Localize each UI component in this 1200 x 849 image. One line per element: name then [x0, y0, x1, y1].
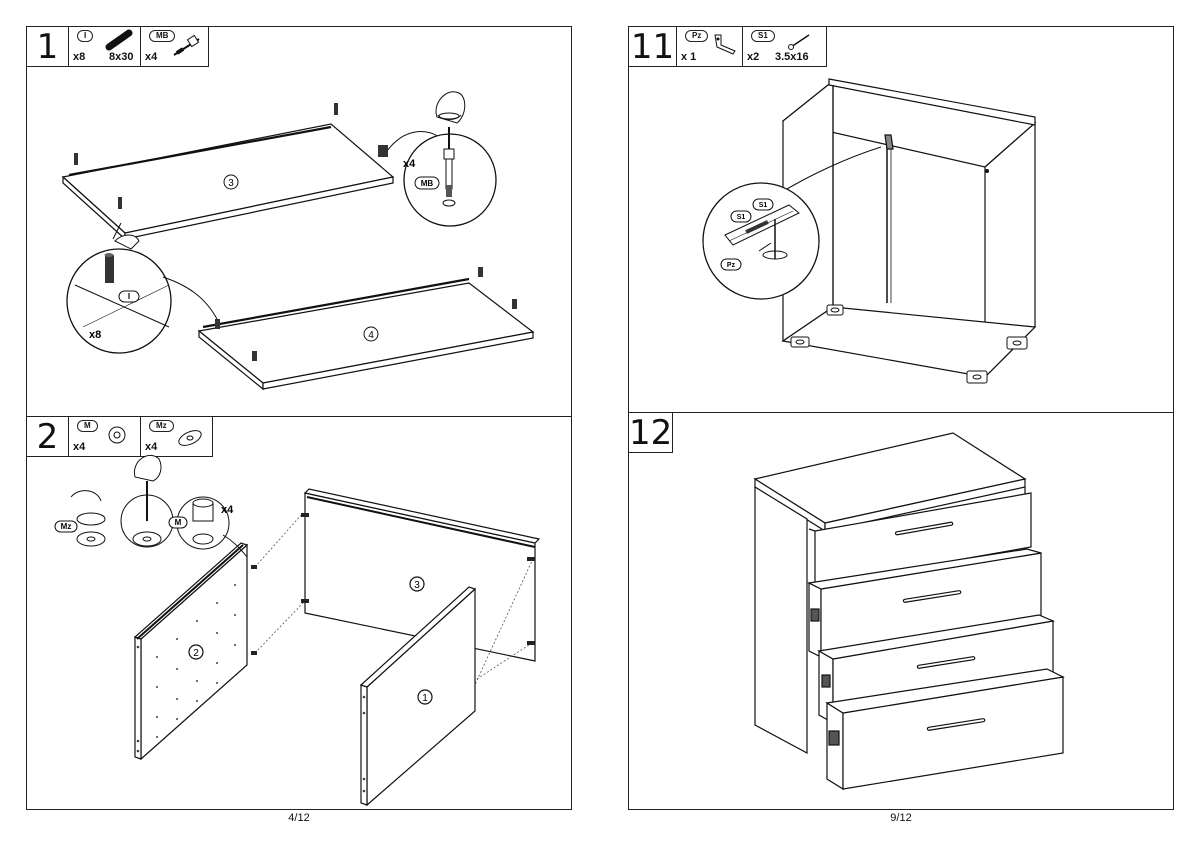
hand-icon — [435, 91, 466, 124]
step-number: 12 — [629, 413, 673, 453]
page-number: 9/12 — [890, 812, 912, 824]
step-11-panel: 11 Pz x 1 S1 x2 3.5x16 — [628, 26, 1174, 414]
step-12-illustration — [753, 432, 1065, 791]
part-qty: x8 — [73, 51, 86, 63]
part-qty: x4 — [145, 441, 158, 453]
alignment-guides — [254, 512, 533, 692]
part-cam-bolt: MB x4 — [141, 27, 209, 67]
drawer-handle — [926, 718, 986, 731]
left-page: 1 I x8 8x30 MB x4 — [26, 26, 572, 824]
step-number: 1 — [27, 27, 69, 67]
part-qty: x4 — [73, 441, 86, 453]
part-qty: x 1 — [681, 51, 697, 63]
drawer-handle — [902, 590, 962, 603]
part-size: 3.5x16 — [775, 51, 809, 63]
part-cam-cap: Mz x4 — [141, 417, 213, 457]
chest-of-drawers — [753, 432, 1027, 755]
panel-2 — [133, 542, 249, 761]
step-2-illustration: 3 — [54, 454, 541, 807]
part-tag: M — [77, 420, 98, 432]
cabinet-carcass — [781, 78, 1037, 379]
step-12-panel: 12 — [628, 412, 1174, 810]
parts-list: Pz x 1 S1 x2 3.5x16 — [677, 27, 827, 67]
tag-s1-b: S1 — [737, 214, 746, 221]
parts-list: I x8 8x30 MB x4 — [69, 27, 209, 67]
part-qty: x2 — [747, 51, 760, 63]
hand-icon — [114, 234, 140, 250]
step-11-illustration: S1 S1 Pz — [702, 78, 1037, 384]
tag-pz: Pz — [727, 262, 736, 269]
board-4-label: 4 — [368, 330, 374, 341]
step-number: 11 — [629, 27, 677, 67]
dowel-detail-callout: I x8 — [66, 222, 218, 354]
tag-m: M — [175, 518, 182, 527]
cam-lock-callout: M x4 — [168, 496, 248, 558]
drawer-4 — [825, 668, 1065, 791]
detail-qty: x8 — [89, 329, 101, 341]
part-tag: I — [77, 30, 94, 42]
screw-icon — [788, 34, 810, 50]
part-screw: S1 x2 3.5x16 — [743, 27, 827, 67]
panel-3-label: 3 — [414, 580, 420, 591]
part-tag: S1 — [751, 30, 775, 42]
part-bracket: Pz x 1 — [677, 27, 743, 67]
cam-cover-cap-icon — [178, 430, 202, 446]
cam-cap-callout: Mz — [54, 490, 117, 547]
part-dowel: I x8 8x30 — [69, 27, 141, 67]
part-size: 8x30 — [109, 51, 134, 63]
step-1-illustration: 3 4 MB x4 — [61, 91, 535, 391]
cam-lock-icon — [108, 426, 126, 444]
panel-2-label: 2 — [193, 648, 199, 659]
drawer-handle — [894, 521, 954, 536]
panel-1-label: 1 — [422, 693, 428, 704]
step-1-panel: 1 I x8 8x30 MB x4 — [26, 26, 572, 418]
step-2-panel: 2 M x4 Mz x4 — [26, 416, 572, 810]
part-tag: MB — [149, 30, 176, 42]
panel-1-holes — [362, 695, 366, 793]
drawer-handle — [916, 656, 976, 669]
wooden-dowel-icon — [105, 29, 133, 51]
cam-bolt-icon — [173, 34, 200, 56]
callout-tag: MB — [421, 179, 434, 188]
detail-tag: I — [128, 292, 130, 301]
part-qty: x4 — [145, 51, 158, 63]
panel-1 — [359, 586, 477, 807]
panel-3 — [303, 488, 541, 662]
wall-bracket-icon — [714, 34, 736, 55]
drawer-1 — [808, 492, 1032, 586]
cam-bolt-callout: MB x4 — [379, 91, 497, 227]
right-page: 11 Pz x 1 S1 x2 3.5x16 — [600, 0, 1200, 849]
panel-2-cams — [251, 565, 257, 655]
hand-icon — [133, 454, 162, 482]
tag-mz: Mz — [61, 522, 72, 531]
part-tag: Mz — [149, 420, 174, 432]
board-3-label: 3 — [228, 178, 234, 189]
bracket-detail-callout: S1 S1 Pz — [702, 146, 882, 300]
cabinet-feet — [790, 304, 1028, 384]
panel-3-bolts — [301, 513, 535, 645]
tag-s1-a: S1 — [759, 202, 768, 209]
panel-2-holes — [136, 584, 236, 753]
callout-qty: x4 — [403, 158, 416, 170]
callout-qty: x4 — [221, 504, 234, 516]
screwdriver-callout — [120, 454, 174, 548]
parts-list: M x4 Mz x4 — [69, 417, 213, 457]
dowels-board-4 — [215, 267, 517, 361]
part-cam-lock: M x4 — [69, 417, 141, 457]
page-number: 4/12 — [288, 812, 310, 824]
part-tag: Pz — [685, 30, 709, 42]
step-number: 2 — [27, 417, 69, 457]
